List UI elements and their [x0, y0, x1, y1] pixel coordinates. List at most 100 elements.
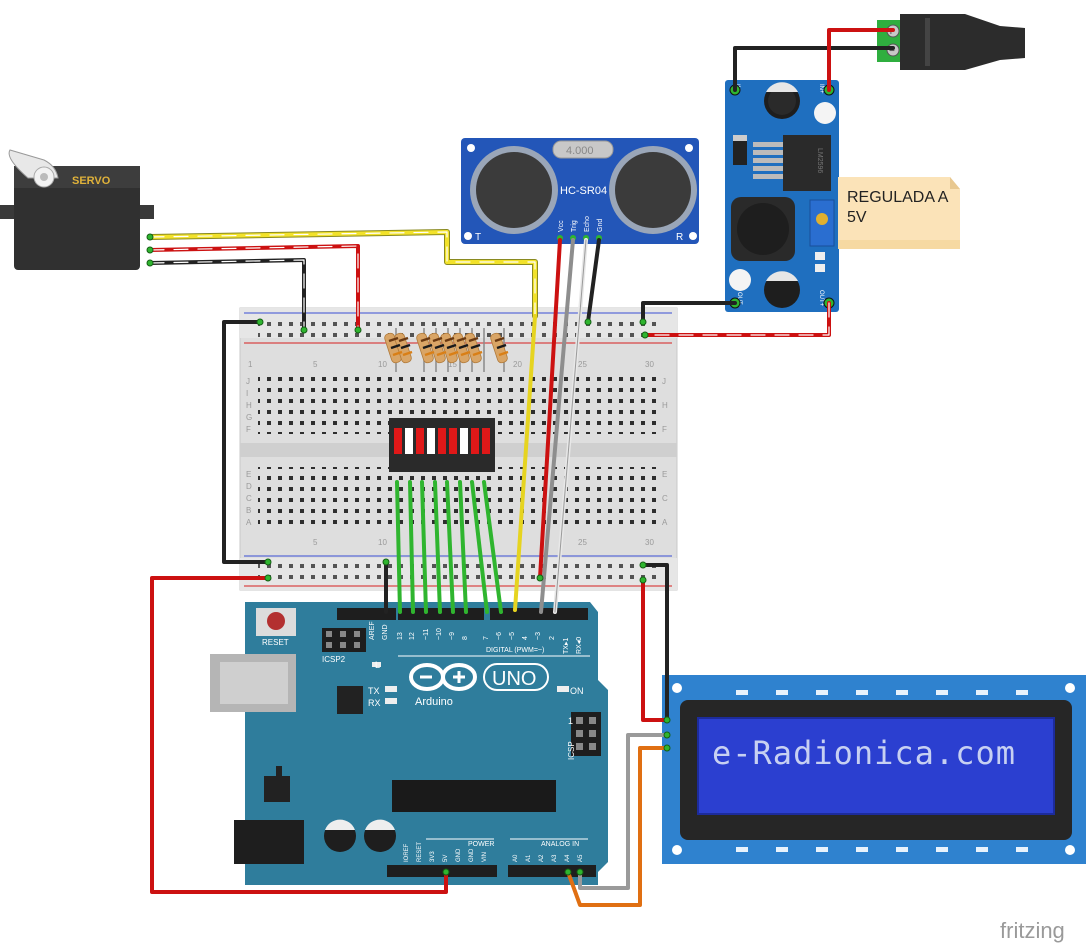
arduino-uno-board: RESET ICSP2 L TX RX ON UNO Arduino ICSP … [210, 602, 608, 885]
minus-icon: − [889, 46, 895, 57]
wire-5v-loop [150, 576, 448, 894]
power-pin-label: GND [456, 848, 462, 862]
digital-pin-label: 13 [397, 632, 404, 640]
digital-pin-label: ~3 [535, 632, 542, 640]
fritzing-brand: fritzing [1000, 918, 1065, 943]
digital-pin-label: ~10 [436, 628, 443, 640]
analog-pin-label: A5 [578, 854, 584, 862]
power-header-label: POWER [468, 841, 494, 848]
digital-pin-label: 4 [522, 636, 529, 640]
bb-row-letter: G [246, 413, 252, 422]
sensor-label: HC-SR04 [560, 185, 607, 197]
note-line-2: 5V [847, 209, 867, 226]
digital-pin-label: TX▸1 [563, 638, 570, 654]
bb-row-letter: B [246, 506, 251, 515]
lcd-text: e-Radionica.com [712, 734, 1016, 772]
wire-black-gnd [586, 238, 601, 324]
digital-pin-label: AREF [369, 621, 376, 640]
led-bargraph [389, 418, 495, 472]
digital-pin-label: ~5 [509, 632, 516, 640]
wire-jack-neg [733, 46, 895, 92]
ultrasonic-sensor: 4.000 HC-SR04 T R Vcc Trig Echo Gnd [461, 138, 699, 244]
digital-pin-label: ~6 [496, 632, 503, 640]
bb-row-letter: J [662, 377, 666, 386]
icsp-pin-label: 1 [568, 716, 573, 726]
icsp2-label: ICSP2 [322, 655, 346, 664]
chip-label: LM2596 [816, 148, 823, 173]
power-pin-label: IOREF [404, 843, 410, 862]
led-on-label: ON [570, 686, 584, 696]
wire-lcd-scl [566, 746, 669, 907]
lcd-display: e-Radionica.com [662, 675, 1086, 864]
servo-motor: SERVO [0, 149, 154, 270]
reg-pin-out-minus: OUT- [736, 292, 742, 306]
power-pin-label: 3V3 [430, 851, 436, 862]
power-pin-label: VIN [482, 852, 488, 862]
bb-row-letter: E [246, 470, 251, 479]
bb-row-letter: F [662, 425, 667, 434]
bb-label-number: 5 [313, 538, 318, 547]
analog-pin-label: A1 [526, 854, 532, 862]
analog-pin-label: A2 [539, 854, 545, 862]
analog-pin-label: A4 [565, 854, 571, 862]
digital-pin-label: 7 [483, 636, 490, 640]
note-regulated-5v: REGULADA A 5V [838, 177, 960, 249]
wire-green-leds [395, 480, 503, 614]
power-pin-label: RESET [417, 842, 423, 862]
digital-pin-label: 2 [549, 636, 556, 640]
bb-row-letter: E [662, 470, 667, 479]
wire-lcd-vcc [641, 578, 669, 722]
sensor-corner-t: T [475, 232, 481, 243]
digital-pin-label: 12 [409, 632, 416, 640]
bb-row-letter: A [662, 518, 668, 527]
barrel-jack [234, 820, 304, 864]
bb-row-letter: H [246, 401, 252, 410]
bb-row-letter: A [246, 518, 252, 527]
bb-row-letter: F [246, 425, 251, 434]
wire-yellow-trig [513, 314, 537, 612]
bb-label-number: 15 [448, 360, 457, 369]
digital-pin-label: 8 [462, 636, 469, 640]
sensor-pin-label: Gnd [597, 219, 604, 232]
digital-pin-label: ~11 [423, 629, 430, 640]
bb-row-letter: D [246, 482, 252, 491]
logo-arduino-text: Arduino [415, 696, 453, 708]
analog-header-label: ANALOG IN [541, 841, 579, 848]
wire-jack-pos [827, 28, 895, 92]
bb-label-number: 25 [578, 360, 587, 369]
bb-label-number: 25 [578, 538, 587, 547]
digital-pin-label: RX◂0 [576, 637, 583, 654]
note-line-1: REGULADA A [847, 189, 949, 206]
reset-button [267, 612, 285, 630]
led-rx-label: RX [368, 698, 381, 708]
bb-label-number: 30 [645, 360, 654, 369]
power-pin-label: GND [469, 848, 475, 862]
wire-lcd-gnd [641, 563, 669, 722]
wire-red-vcc [538, 238, 562, 580]
wire-rail-gnd-left [222, 320, 270, 564]
bb-row-letter: I [246, 389, 248, 398]
crystal-label: 4.000 [566, 145, 594, 157]
bb-label-number: 1 [248, 360, 253, 369]
analog-pin-label: A3 [552, 854, 558, 862]
bb-row-letter: C [246, 494, 252, 503]
led-tx-label: TX [368, 686, 380, 696]
bb-row-letter: J [246, 377, 250, 386]
bb-label-number: 5 [313, 360, 318, 369]
bb-label-number: 10 [378, 538, 387, 547]
sensor-corner-r: R [676, 232, 683, 243]
wire-lcd-sda [578, 733, 669, 890]
arduino-logo: UNO Arduino [409, 663, 549, 708]
bb-row-letter: C [662, 494, 668, 503]
led-l-label: L [375, 660, 380, 670]
reg-pin-in-plus: IN+ [818, 84, 824, 94]
wire-reg-gnd [641, 301, 737, 324]
dc-power-jack: + − [877, 14, 1025, 70]
digital-pin-label: ~9 [449, 632, 456, 640]
power-pin-label: 5V [443, 855, 449, 862]
reg-pin-out-plus: OUT+ [818, 290, 824, 307]
analog-pin-label: A0 [513, 854, 519, 862]
reset-label: RESET [262, 638, 289, 647]
sensor-pin-label: Echo [584, 216, 591, 232]
